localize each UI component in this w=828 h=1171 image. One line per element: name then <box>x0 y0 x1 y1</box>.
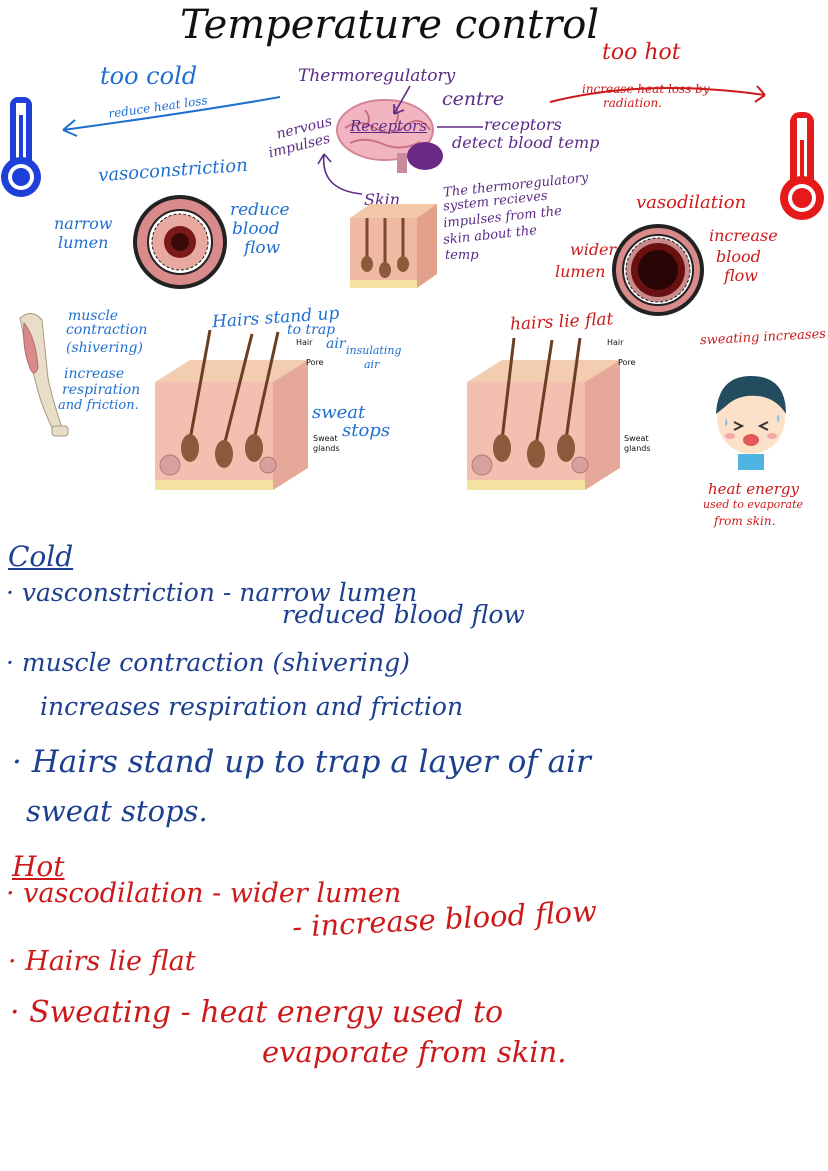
cold-note-3b: sweat stops. <box>26 794 208 828</box>
increase-blood-flow-line1: increase <box>709 226 778 245</box>
muscle-note-line2: contraction <box>66 322 148 338</box>
muscle-note-line5: respiration <box>62 382 141 398</box>
radiation-label: radiation. <box>603 96 662 110</box>
receptors-detect-line2: detect blood temp <box>452 133 600 152</box>
narrow-lumen-line2: lumen <box>58 233 109 252</box>
receptors-line <box>437 126 483 128</box>
cold-hair-label: Hair <box>296 338 313 347</box>
receptors-arrow <box>393 85 411 115</box>
insulating-air-line2: air <box>364 358 380 371</box>
reduce-blood-flow-line3: flow <box>244 238 281 258</box>
muscle-note-line4: increase <box>64 366 125 382</box>
hairs-stand-line2: to trap <box>287 322 336 338</box>
too-cold-label: too cold <box>100 62 198 90</box>
hot-hair-label: Hair <box>607 338 624 347</box>
wider-lumen-line1: wider <box>570 240 617 259</box>
brain-icon <box>336 99 443 173</box>
narrow-lumen-line1: narrow <box>54 214 113 233</box>
hot-sweat-label: Sweat <box>624 434 649 443</box>
hot-note-3b: evaporate from skin. <box>262 1035 567 1069</box>
sweat-stops-line1: sweat <box>312 402 366 423</box>
page-title: Temperature control <box>180 2 600 48</box>
arm-muscle-illustration <box>19 313 69 437</box>
insulating-air-line1: insulating <box>346 344 402 357</box>
vasodilation-label: vasodilation <box>636 192 747 213</box>
cold-note-2b: increases respiration and friction <box>40 692 464 721</box>
nervous-impulse-arrow <box>317 153 363 195</box>
heat-energy-line2: used to evaporate <box>703 498 804 511</box>
muscle-note-line1: muscle <box>68 308 119 324</box>
cold-note-1a: · vasconstriction - narrow lumen <box>6 578 418 607</box>
too-hot-label: too hot <box>602 40 681 65</box>
wider-lumen-line2: lumen <box>555 262 606 281</box>
centre-label: centre <box>442 88 505 110</box>
heat-energy-line1: heat energy <box>708 480 799 498</box>
receptors-label: Receptors <box>350 117 427 135</box>
sweat-stops-line2: stops <box>342 420 391 441</box>
reduce-blood-flow-line2: blood <box>232 219 280 239</box>
hairs-stand-line3: air <box>326 336 346 352</box>
muscle-note-line6: and friction. <box>58 398 139 413</box>
sweating-face-icon <box>716 376 786 470</box>
hot-heading: Hot <box>12 850 65 883</box>
vasodilated-vessel <box>612 224 704 316</box>
hot-pore-label: Pore <box>618 358 636 367</box>
cold-glands-label: glands <box>313 444 340 453</box>
cold-note-1b: reduced blood flow <box>282 600 525 629</box>
receptors-detect-line1: receptors <box>484 115 562 134</box>
muscle-note-line3: (shivering) <box>66 340 143 356</box>
skin-cube-cold <box>155 329 308 490</box>
reduce-blood-flow-line1: reduce <box>230 200 290 220</box>
hot-glands-label: glands <box>624 444 651 453</box>
cold-note-3a: · Hairs stand up to trap a layer of air <box>12 744 591 780</box>
vasoconstriction-label: vasoconstriction <box>97 154 249 187</box>
heat-energy-line3: from skin. <box>714 514 776 528</box>
system-note-line5: temp <box>445 248 479 263</box>
skin-cube-hot <box>467 337 620 490</box>
sweating-increases-label: sweating increases <box>699 326 827 349</box>
cold-sweat-label: Sweat <box>313 434 338 443</box>
thermoregulatory-label: Thermoregulatory <box>298 66 456 86</box>
increase-blood-flow-line2: blood <box>716 247 761 266</box>
hot-note-2: · Hairs lie flat <box>8 946 196 977</box>
hot-note-3a: · Sweating - heat energy used to <box>10 995 504 1030</box>
vasoconstricted-vessel <box>133 195 227 289</box>
hot-thermometer-icon <box>780 112 824 220</box>
cold-arrow <box>62 96 281 137</box>
cold-pore-label: Pore <box>306 358 324 367</box>
cold-note-2a: · muscle contraction (shivering) <box>6 648 410 677</box>
hot-arrow <box>549 85 766 103</box>
hot-note-1a: · vascodilation - wider lumen <box>6 878 402 909</box>
skin-cube-small <box>350 204 437 288</box>
cold-heading: Cold <box>8 540 74 573</box>
increase-blood-flow-line3: flow <box>724 266 758 285</box>
cold-thermometer-icon <box>1 97 41 197</box>
increase-heat-loss-label: increase heat loss by <box>582 82 710 96</box>
